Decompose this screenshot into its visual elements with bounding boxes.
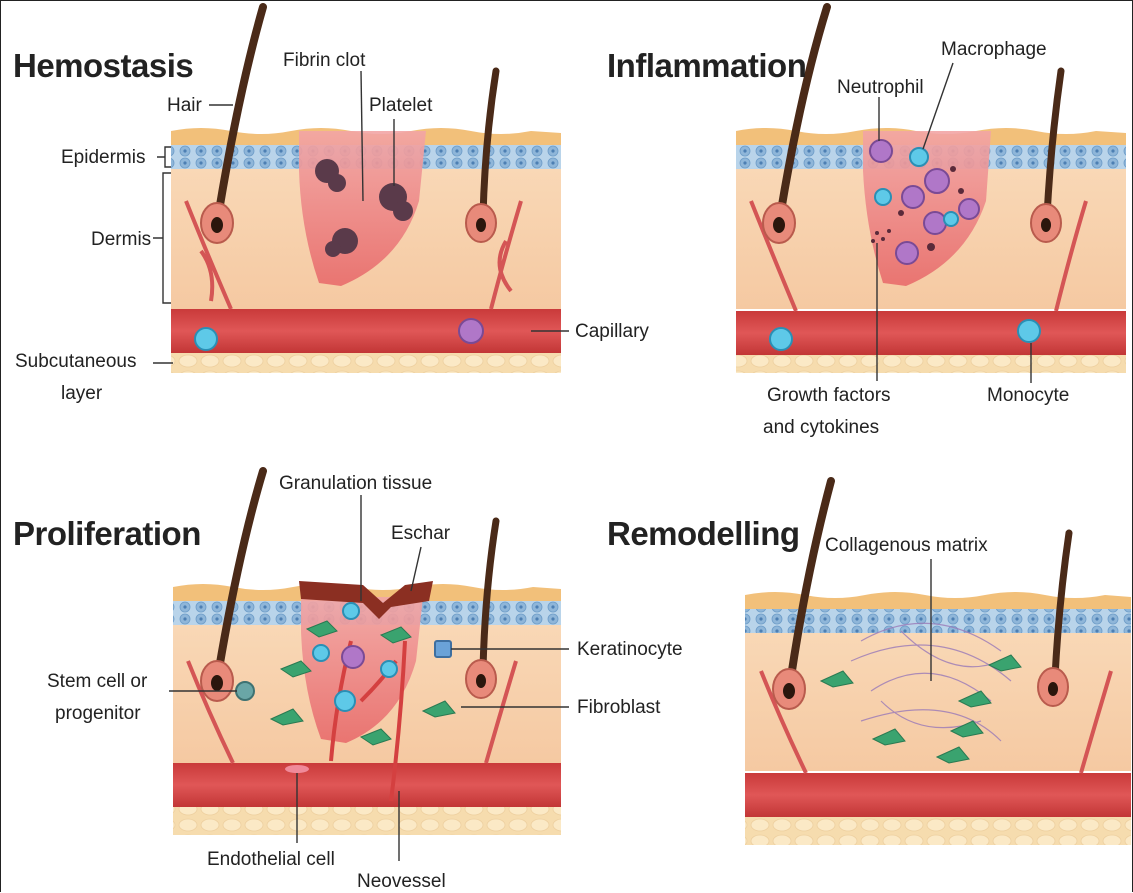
eschar-label: Eschar: [391, 523, 451, 544]
neutrophil-label: Neutrophil: [837, 77, 924, 98]
layer-label: layer: [61, 383, 103, 404]
monocyte-cell: [770, 328, 792, 350]
capillary: [171, 309, 561, 353]
capillary: [173, 763, 561, 807]
remodelling-title: Remodelling: [607, 515, 800, 552]
keratinocyte-cell: [435, 641, 451, 657]
growth-factors-label: Growth factors: [767, 385, 891, 406]
neutrophil-cell: [342, 646, 364, 668]
cytokines-label: and cytokines: [763, 417, 879, 438]
neutrophil-cell: [459, 319, 483, 343]
inflammation-title: Inflammation: [607, 47, 806, 84]
endothelial-label: Endothelial cell: [207, 849, 335, 870]
endothelial-cell: [285, 765, 309, 773]
hair-bulb-right: [1048, 682, 1058, 696]
monocyte-cell: [195, 328, 217, 350]
hair-bulb-left: [773, 217, 785, 233]
collagen-label: Collagenous matrix: [825, 535, 988, 556]
capillary: [745, 773, 1131, 817]
capillary-label: Capillary: [575, 321, 649, 342]
dermis-bracket: [153, 173, 171, 303]
hemostasis-title: Hemostasis: [13, 47, 193, 84]
monocyte-label: Monocyte: [987, 385, 1069, 406]
remodelling-panel: Remodelling Collagenous matrix: [607, 481, 1131, 845]
capillary: [736, 311, 1126, 355]
progenitor-label: progenitor: [55, 703, 141, 724]
monocyte-cell: [1018, 320, 1040, 342]
hair-bulb-right: [476, 218, 486, 232]
stem-cell-label: Stem cell or: [47, 671, 148, 692]
hair-bulb-left: [211, 675, 223, 691]
fibrin-clot-label: Fibrin clot: [283, 50, 366, 71]
hair-bulb-left: [783, 683, 795, 699]
fibroblast-label: Fibroblast: [577, 697, 661, 718]
proliferation-panel: Proliferation Granulation tissue Eschar …: [13, 471, 683, 892]
proliferation-title: Proliferation: [13, 515, 201, 552]
hair-bulb-right: [476, 674, 486, 688]
keratinocyte-label: Keratinocyte: [577, 639, 683, 660]
granulation-label: Granulation tissue: [279, 473, 432, 494]
hair-bulb-right: [1041, 218, 1051, 232]
epidermis-label: Epidermis: [61, 147, 145, 168]
neovessel-label: Neovessel: [357, 871, 446, 892]
stem-cell: [236, 682, 254, 700]
platelet-label: Platelet: [369, 95, 433, 116]
subcutaneous-label: Subcutaneous: [15, 351, 137, 372]
hair-bulb-left: [211, 217, 223, 233]
macrophage-label: Macrophage: [941, 39, 1047, 60]
dermis-label: Dermis: [91, 229, 151, 250]
hemostasis-panel: Hemostasis Hair Fibrin clot Platelet Epi…: [13, 7, 649, 404]
hair-label: Hair: [167, 95, 203, 116]
inflammation-panel: Inflammation Macrophage Neutrophil Growt…: [607, 7, 1126, 438]
epidermis-bracket: [157, 147, 171, 167]
